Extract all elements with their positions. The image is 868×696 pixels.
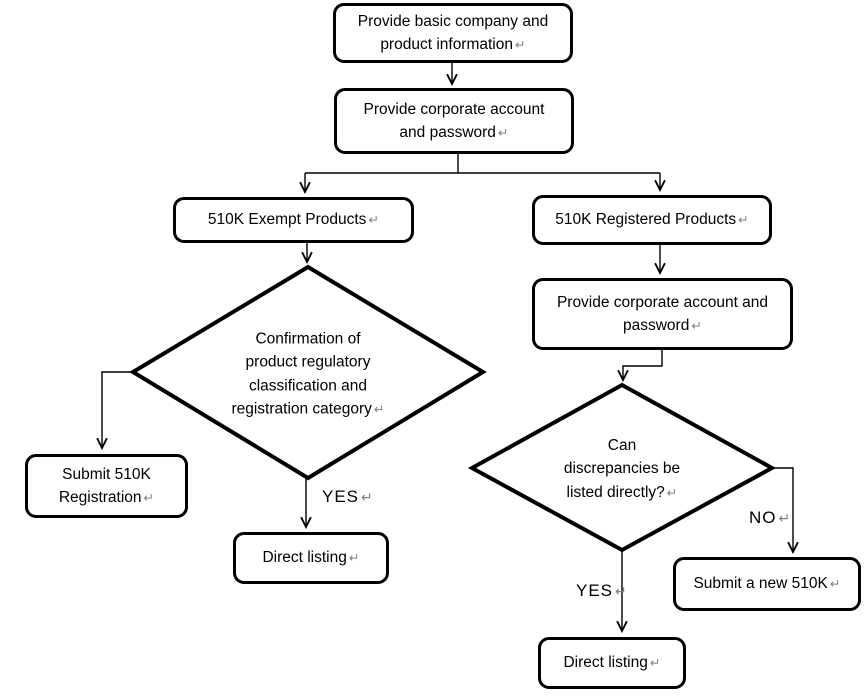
node-corporate-account-1-label: Provide corporate account and password↵ [363,100,545,141]
return-mark: ↵ [515,37,526,52]
node-basic-info: Provide basic company and product inform… [333,3,573,63]
return-mark: ↵ [143,490,155,505]
node-exempt-products: 510K Exempt Products↵ [173,197,414,243]
arrow-account2-to-decision2 [617,350,663,383]
node-submit-510k-registration-label: Submit 510K Registration↵ [58,465,155,506]
node-direct-listing-right-label: Direct listing↵ [563,654,661,672]
return-mark: ↵ [497,125,509,140]
node-direct-listing-left: Direct listing↵ [233,532,389,584]
return-mark: ↵ [738,212,749,228]
node-direct-listing-left-label: Direct listing↵ [262,549,360,567]
node-basic-info-label: Provide basic company and product inform… [357,12,549,53]
label-no-right: NO↵ [749,508,791,527]
node-corporate-account-2: Provide corporate account and password↵ [532,278,793,350]
return-mark: ↵ [649,655,661,671]
return-mark: ↵ [666,484,678,500]
return-mark: ↵ [615,583,627,599]
return-mark: ↵ [368,212,380,228]
node-registered-products: 510K Registered Products↵ [532,195,772,245]
node-corporate-account-2-label: Provide corporate account and password↵ [556,293,769,334]
node-corporate-account-1: Provide corporate account and password↵ [334,88,574,154]
return-mark: ↵ [361,489,373,505]
arrow-decision2-no-to-submit-new-510k [772,467,799,555]
label-yes-right: YES↵ [576,581,627,600]
decision-classification-label: Confirmation of product regulatory class… [231,330,385,418]
node-submit-510k-registration: Submit 510K Registration↵ [25,454,188,518]
return-mark: ↵ [778,510,791,526]
arrow-decision-to-submit510k [96,371,133,451]
return-mark: ↵ [348,550,360,566]
node-registered-products-label: 510K Registered Products↵ [555,211,749,229]
node-direct-listing-right: Direct listing↵ [538,637,686,689]
node-submit-new-510k: Submit a new 510K↵ [673,557,861,611]
return-mark: ↵ [691,318,702,333]
decision-diamond-classification [129,264,487,481]
label-yes-left: YES↵ [322,487,373,506]
node-exempt-products-label: 510K Exempt Products↵ [207,211,380,229]
return-mark: ↵ [829,576,841,592]
return-mark: ↵ [373,401,385,417]
decision-discrepancy-label: Can discrepancies be listed directly?↵ [563,437,681,501]
node-submit-new-510k-label: Submit a new 510K↵ [693,575,841,593]
